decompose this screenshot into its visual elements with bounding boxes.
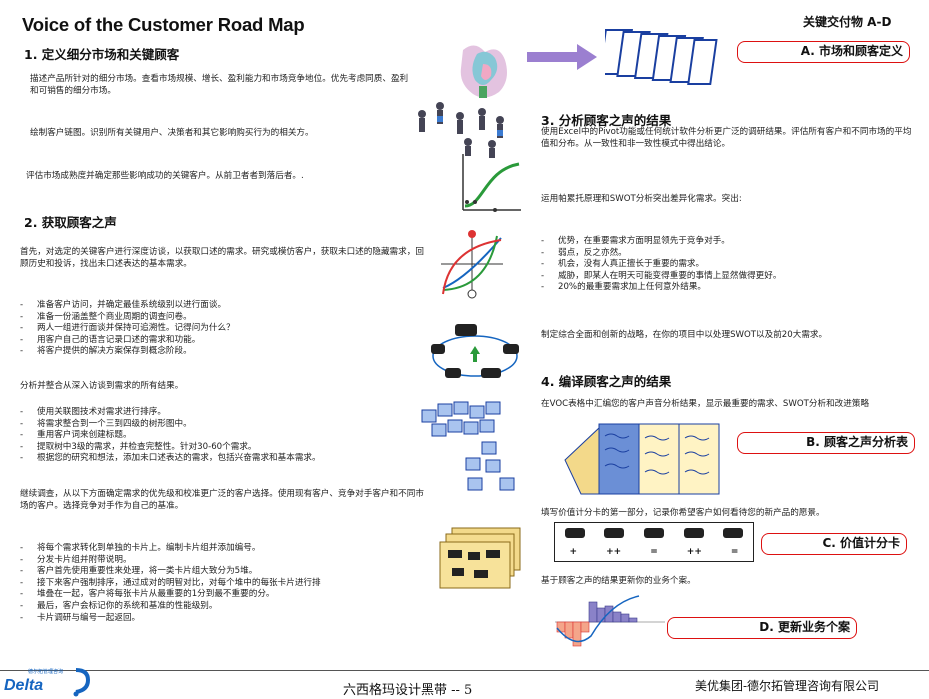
deliverable-b-badge: B. 顾客之声分析表: [737, 432, 915, 454]
documents-stack-icon: [605, 29, 718, 85]
scorecard-rating: +: [569, 547, 578, 557]
list-item: 将客户提供的解决方案保存到概念阶段。: [20, 346, 420, 358]
list-item: 两人一组进行面谈并保持可追溯性。记得问为什么？: [20, 323, 420, 335]
list-item: 提取树中3级的需求，并检查完整性。针对30-60个需求。: [20, 442, 420, 454]
section-1-para-1: 描述产品所针对的细分市场。查看市场规模、增长、盈利能力和市场竞争地位。优先考虑同…: [30, 74, 409, 96]
list-item: 分发卡片组并附带说明。: [20, 555, 420, 567]
list-item: 弱点，反之亦然。: [541, 248, 911, 260]
list-item: 根据您的研究和想法，添加未口述表达的需求，包括兴奋需求和基本需求。: [20, 453, 420, 465]
list-item: 将需求整合到一个三到四级的树形图中。: [20, 419, 420, 431]
list-item: 重用客户词来创建标题。: [20, 430, 420, 442]
footer-page-label: 六西格玛设计黑带 -- 5: [343, 683, 473, 698]
list-item: 机会，没有人真正擅长于重要的需求。: [541, 259, 911, 271]
section-2-list-3: 将每个需求转化到单独的卡片上。编制卡片组并添加编号。分发卡片组并附带说明。客户首…: [20, 543, 420, 624]
segmentation-illustration: [460, 45, 507, 98]
list-item: 堆叠在一起，客户将每张卡片从最重要的1分到最不重要的分。: [20, 589, 420, 601]
section-2-heading: 2. 获取顾客之声: [24, 215, 117, 230]
deliverable-d-badge: D. 更新业务个案: [667, 617, 857, 639]
list-item: 用客户自己的语言记录口述的需求和功能。: [20, 335, 420, 347]
section-3-para-3: 制定综合全面和创新的战略，在你的项目中以处理SWOT以及前20大需求。: [541, 330, 828, 340]
list-item: 卡片调研与编号一起返回。: [20, 613, 420, 625]
business-case-chart: [555, 595, 665, 647]
list-item: 20%的最重要需求加上任何意外结果。: [541, 282, 911, 294]
scorecard-rating: =: [730, 547, 739, 557]
section-3-heading: 3. 分析顾客之声的结果: [541, 113, 672, 128]
list-item: 将每个需求转化到单独的卡片上。编制卡片组并添加编号。: [20, 543, 420, 555]
scorecard-rating: =: [650, 547, 658, 557]
affinity-tree-illustration: [421, 401, 515, 491]
section-4-para-1: 在VOC表格中汇编您的客户声音分析结果，显示最重要的需求、SWOT分析和改进策略: [541, 399, 870, 409]
deliverable-c-badge: C. 价值计分卡: [761, 533, 907, 555]
section-3-para-2: 运用帕累托原理和SWOT分析突出差异化需求。突出:: [541, 194, 742, 204]
list-item: 接下来客户强制排序，通过成对的明智对比，对每个堆中的每张卡片进行排: [20, 578, 420, 590]
section-1-heading: 1. 定义细分市场和关键顾客: [24, 47, 180, 62]
kano-chart: [441, 230, 503, 299]
section-2-para-2: 分析并整合从深入访谈到需求的所有结果。: [20, 381, 184, 391]
deliverable-a-badge: A. 市场和顾客定义: [737, 41, 910, 63]
list-item: 准备客户访问，并确定最佳系统级别以进行面谈。: [20, 300, 420, 312]
card-sort-illustration: [439, 527, 521, 589]
footer-company: 美优集团-德尔拓管理咨询有限公司: [695, 679, 880, 693]
logo-subtext: 德尔拓管理咨询: [28, 669, 64, 675]
deliverables-label: 关键交付物 A-D: [803, 15, 892, 29]
section-2-list-2: 使用关联图技术对需求进行排序。将需求整合到一个三到四级的树形图中。重用客户词来创…: [20, 407, 420, 465]
section-2-list-1: 准备客户访问，并确定最佳系统级别以进行面谈。准备一份涵盖整个商业周期的调查问卷。…: [20, 300, 420, 358]
section-2-para-3: 继续调查，从以下方面确定需求的优先级和校准更广泛的客户选择。使用现有客户、竞争对…: [20, 489, 424, 511]
customer-chain-illustration: [418, 102, 504, 158]
section-2-para-1: 首先，对选定的关键客户进行深度访谈，以获取口述的需求。研究或模仿客户，获取未口述…: [20, 247, 424, 269]
scorecard-rating: ++: [686, 547, 702, 557]
section-3-list: 优势，在重要需求方面明显领先于竞争对手。弱点，反之亦然。机会，没有人真正擅长于重…: [541, 236, 911, 294]
list-item: 准备一份涵盖整个商业周期的调查问卷。: [20, 312, 420, 324]
interview-cycle-illustration: [431, 324, 519, 378]
logo-text: Delta: [4, 677, 44, 694]
list-item: 威胁，即某人在明天可能变得重要的事情上显然做得更好。: [541, 271, 911, 283]
section-4-heading: 4. 编译顾客之声的结果: [541, 374, 672, 389]
list-item: 客户首先使用重要性来处理，将一类卡片组大致分为5堆。: [20, 566, 420, 578]
footer-divider: [0, 670, 929, 671]
arrow-icon: [527, 44, 597, 70]
page-title: Voice of the Customer Road Map: [22, 14, 305, 35]
value-scorecard-illustration: +++=++=: [554, 522, 754, 562]
list-item: 优势，在重要需求方面明显领先于竞争对手。: [541, 236, 911, 248]
delta-logo-icon: [73, 668, 91, 697]
section-4-para-3: 基于顾客之声的结果更新你的业务个案。: [541, 576, 696, 586]
voc-table-illustration: [564, 423, 720, 495]
list-item: 最后，客户会标记你的系统和基准的性能级别。: [20, 601, 420, 613]
section-1-para-2: 绘制客户链图。识别所有关键用户、决策者和其它影响购买行为的相关方。: [30, 128, 314, 138]
list-item: 使用关联图技术对需求进行排序。: [20, 407, 420, 419]
section-3-para-1: 使用Excel中的Pivot功能或任何统计软件分析更广泛的调研结果。评估所有客户…: [541, 127, 912, 149]
section-4-para-2: 填写价值计分卡的第一部分，记录你希望客户如何看待您的新产品的愿景。: [541, 508, 825, 518]
adoption-curve-chart: [462, 154, 521, 212]
section-1-para-3: 评估市场成熟度并确定那些影响成功的关键客户。从前卫者者到落后者。.: [26, 171, 304, 181]
scorecard-rating: ++: [606, 547, 622, 557]
